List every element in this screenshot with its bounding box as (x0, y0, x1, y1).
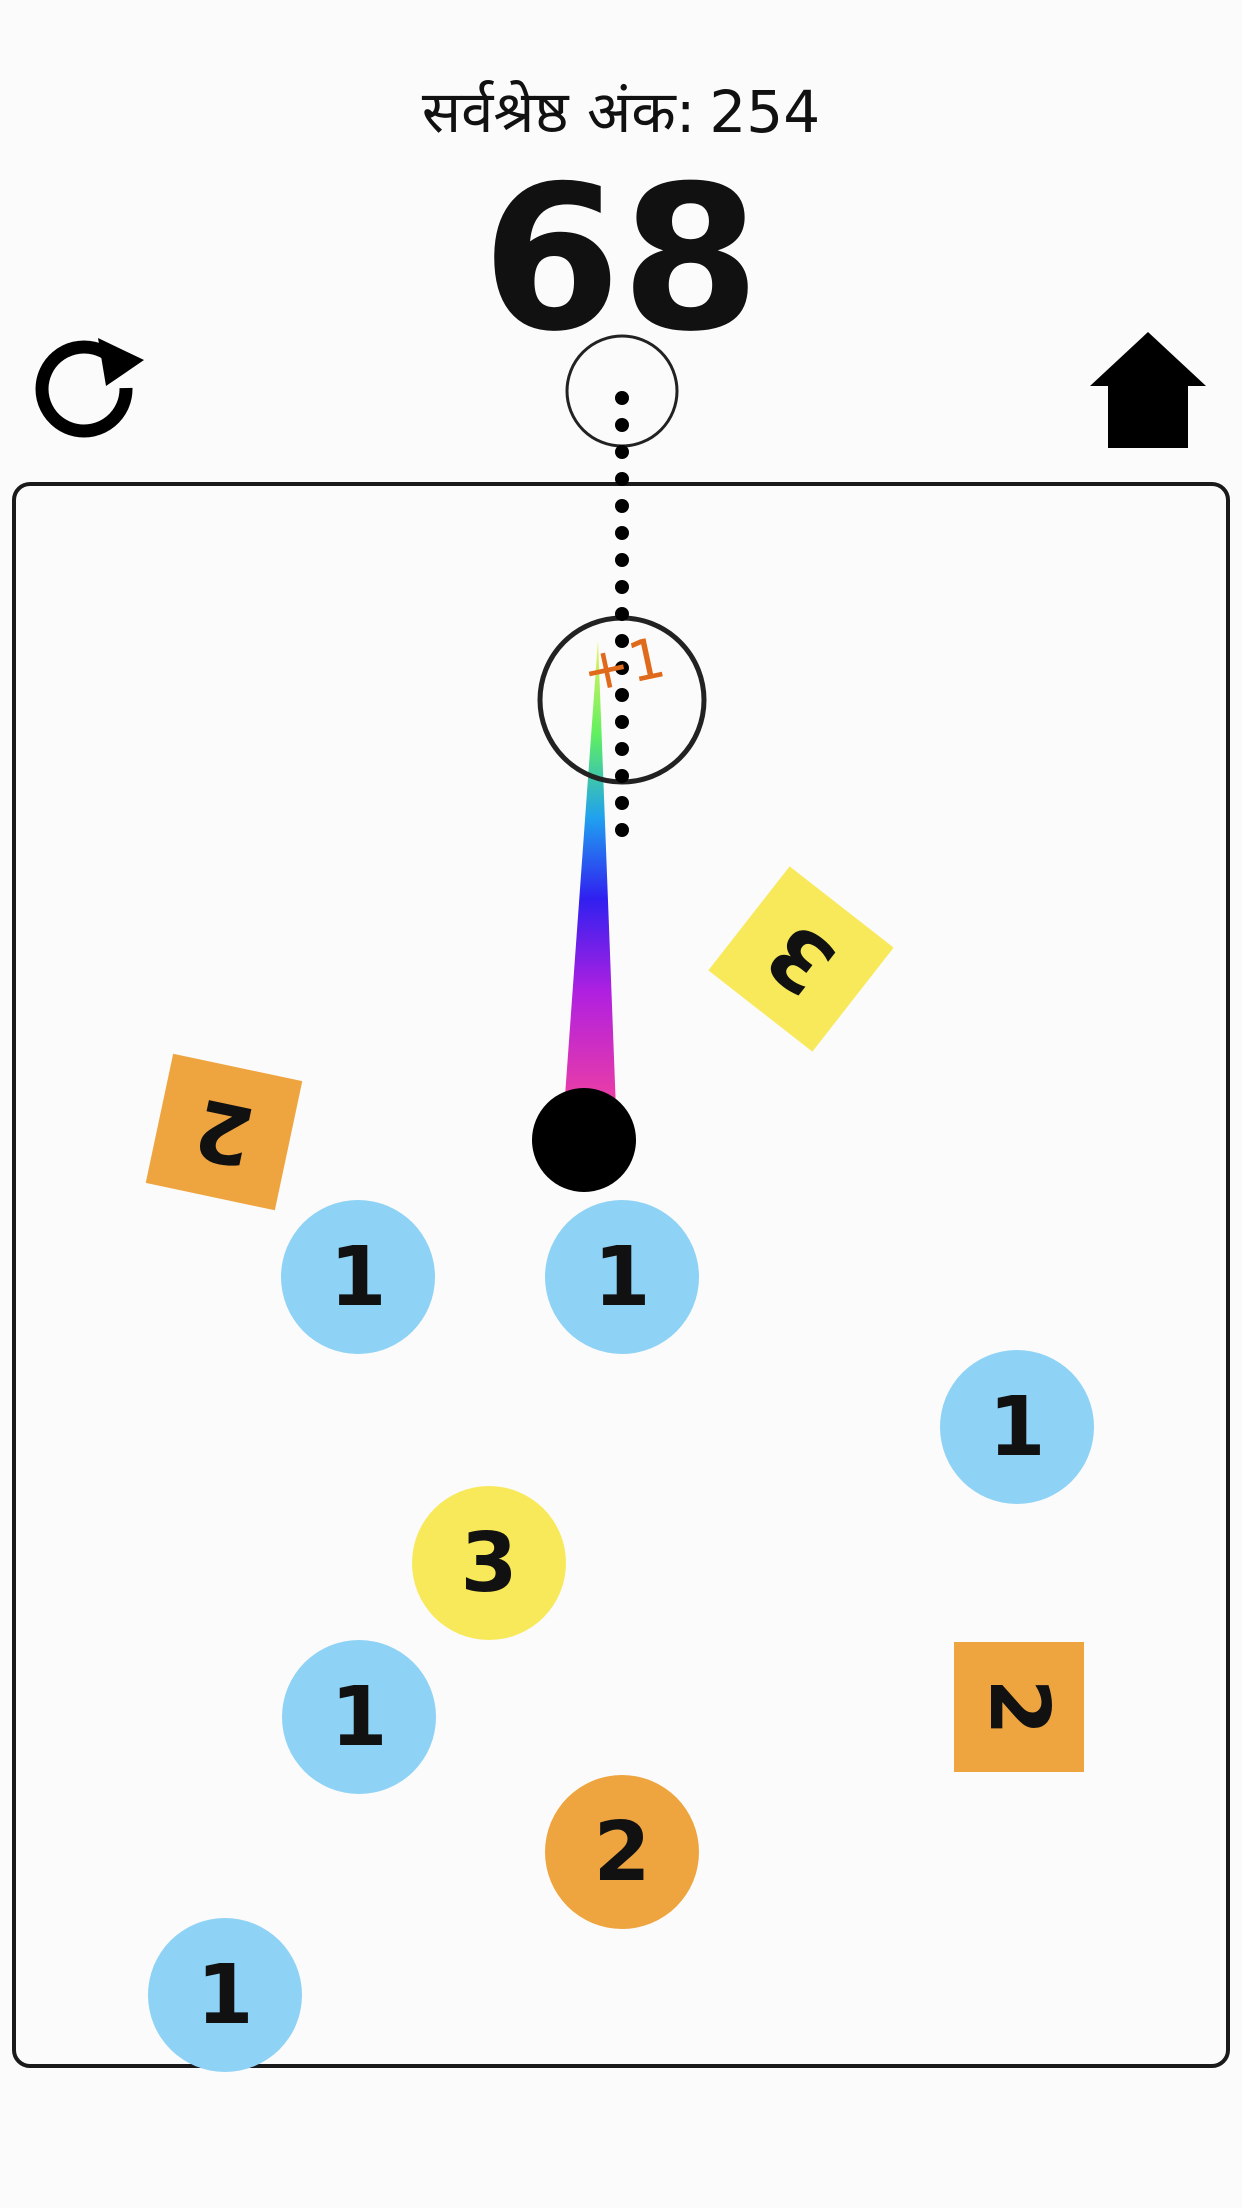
circle-block: 1 (545, 1200, 699, 1354)
block-hits-value: 1 (330, 1669, 388, 1765)
circle-block: 1 (282, 1640, 436, 1794)
home-button[interactable] (1088, 330, 1208, 450)
block-hits-value: 1 (988, 1379, 1046, 1475)
restart-button[interactable] (30, 330, 150, 450)
square-block: 2 (145, 1053, 303, 1211)
circle-block: 3 (412, 1486, 566, 1640)
home-icon (1090, 332, 1206, 448)
block-hits-value: 2 (186, 1079, 262, 1185)
current-score: 68 (481, 143, 761, 376)
best-score-value: 254 (709, 78, 821, 146)
best-score-label: सर्वश्रेष्ठ अंक: (421, 78, 696, 146)
block-hits-value: 2 (593, 1804, 651, 1900)
block-hits-value: 1 (593, 1229, 651, 1325)
block-hits-value: 3 (749, 904, 853, 1014)
circle-block: 1 (148, 1918, 302, 2072)
block-hits-value: 2 (971, 1678, 1067, 1736)
circle-block: 1 (940, 1350, 1094, 1504)
block-hits-value: 1 (196, 1947, 254, 2043)
circle-block: 2 (545, 1775, 699, 1929)
block-hits-value: 1 (329, 1229, 387, 1325)
block-hits-value: 3 (460, 1515, 518, 1611)
best-score: सर्वश्रेष्ठ अंक:254 (0, 70, 1242, 149)
circle-block: 1 (281, 1200, 435, 1354)
restart-icon (35, 338, 144, 438)
square-block: 2 (954, 1642, 1084, 1772)
